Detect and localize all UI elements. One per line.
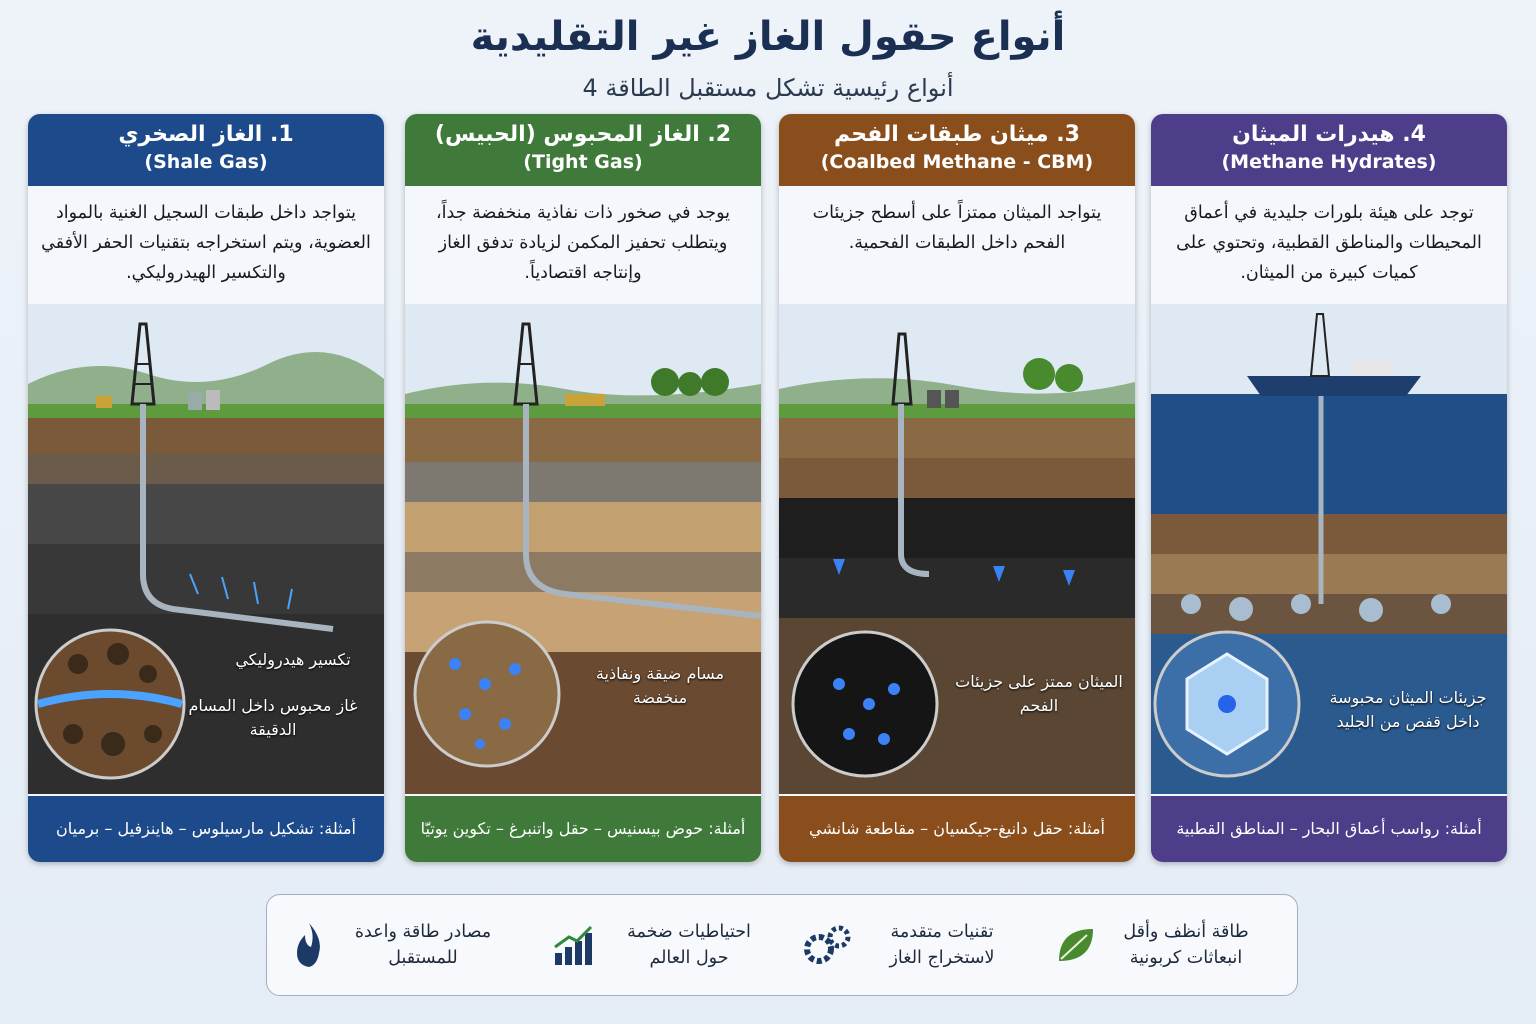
panel-subtitle: (Coalbed Methane - CBM) <box>820 151 1094 173</box>
leaf-icon <box>1059 929 1093 961</box>
coalbed-methane-illustration <box>779 304 1135 794</box>
page-subtitle: 4 أنواع رئيسية تشكل مستقبل الطاقة <box>582 74 954 102</box>
adsorbed-methane-callout: الميثان ممتز على جزيئات الفحم <box>955 672 1123 715</box>
flame-icon <box>297 923 320 967</box>
feature-label: احتياطيات ضخمة حول العالم <box>627 922 751 968</box>
panel-subtitle: (Tight Gas) <box>523 151 643 173</box>
growth-chart-icon <box>554 925 593 965</box>
panel-examples: أمثلة: رواسب أعماق البحار – المناطق القط… <box>1151 796 1507 862</box>
panel-tight-gas: 2. الغاز المحبوس (الحبيس) (Tight Gas) يو… <box>405 114 761 862</box>
panel-methane-hydrates: 4. هيدرات الميثان (Methane Hydrates) توج… <box>1151 114 1507 862</box>
feature-promising-sources: مصادر طاقة واعدة للمستقبل <box>289 917 503 973</box>
fracking-callout: تكسير هيدروليكي <box>235 650 351 669</box>
panel-description: توجد على هيئة بلورات جليدية في أعماق الم… <box>1176 203 1482 283</box>
panel-description: يوجد في صخور ذات نفاذية منخفضة جداً، ويت… <box>436 203 730 283</box>
gears-icon <box>804 925 851 964</box>
feature-label: طاقة أنظف وأقل انبعاثات كربونية <box>1123 922 1249 968</box>
tight-pores-callout: مسام ضيقة ونفاذية منخفضة <box>595 664 725 707</box>
page-title: أنواع حقول الغاز غير التقليدية <box>470 14 1066 60</box>
panel-examples: أمثلة: تشكيل مارسيلوس – هاينزفيل – برميا… <box>28 796 384 862</box>
drilling-rig-icon <box>130 322 156 406</box>
panel-examples: أمثلة: حوض بيسنيس – حقل واتنبرغ – تكوين … <box>405 796 761 862</box>
trapped-methane-callout: جزيئات الميثان محبوسة داخل قفص من الجليد <box>1329 688 1487 731</box>
panel-coalbed-methane: 3. ميثان طبقات الفحم (Coalbed Methane - … <box>779 114 1135 862</box>
panel-shale-gas: 1. الغاز الصخري (Shale Gas) يتواجد داخل … <box>28 114 384 862</box>
panel-header: 2. الغاز المحبوس (الحبيس) (Tight Gas) <box>405 114 761 186</box>
panel-header: 4. هيدرات الميثان (Methane Hydrates) <box>1151 114 1507 186</box>
shale-gas-illustration <box>28 304 384 794</box>
feature-large-reserves: احتياطيات ضخمة حول العالم <box>551 917 769 973</box>
panel-subtitle: (Methane Hydrates) <box>1221 151 1437 173</box>
panel-header: 1. الغاز الصخري (Shale Gas) <box>28 114 384 186</box>
feature-label: تقنيات متقدمة لاستخراج الغاز <box>889 922 995 968</box>
drilling-ship-icon <box>1247 313 1421 396</box>
drilling-rig-icon <box>513 322 539 406</box>
trapped-gas-callout: غاز محبوس داخل المسام الدقيقة <box>188 696 358 739</box>
drilling-rig-icon <box>891 332 913 406</box>
panel-header: 3. ميثان طبقات الفحم (Coalbed Methane - … <box>779 114 1135 186</box>
features-bar: طاقة أنظف وأقل انبعاثات كربونية تقنيات م… <box>266 894 1298 996</box>
methane-hydrates-illustration <box>1151 304 1507 794</box>
panel-description: يتواجد الميثان ممتزاً على أسطح جزيئات ال… <box>812 203 1102 253</box>
pore-magnifier <box>413 620 561 768</box>
panel-title: 4. هيدرات الميثان <box>1232 122 1426 147</box>
tight-gas-illustration <box>405 304 761 794</box>
panel-description: يتواجد داخل طبقات السجيل الغنية بالمواد … <box>41 203 371 283</box>
feature-advanced-tech: تقنيات متقدمة لاستخراج الغاز <box>801 917 1017 973</box>
panel-title: 2. الغاز المحبوس (الحبيس) <box>434 122 732 147</box>
panel-subtitle: (Shale Gas) <box>144 151 268 173</box>
feature-clean-energy: طاقة أنظف وأقل انبعاثات كربونية <box>1053 917 1261 973</box>
panel-examples: أمثلة: حقل دانيغ-جيكسيان – مقاطعة شانشي <box>779 796 1135 862</box>
feature-label: مصادر طاقة واعدة للمستقبل <box>354 922 492 968</box>
panel-title: 1. الغاز الصخري <box>118 122 294 147</box>
panel-title: 3. ميثان طبقات الفحم <box>834 122 1080 147</box>
